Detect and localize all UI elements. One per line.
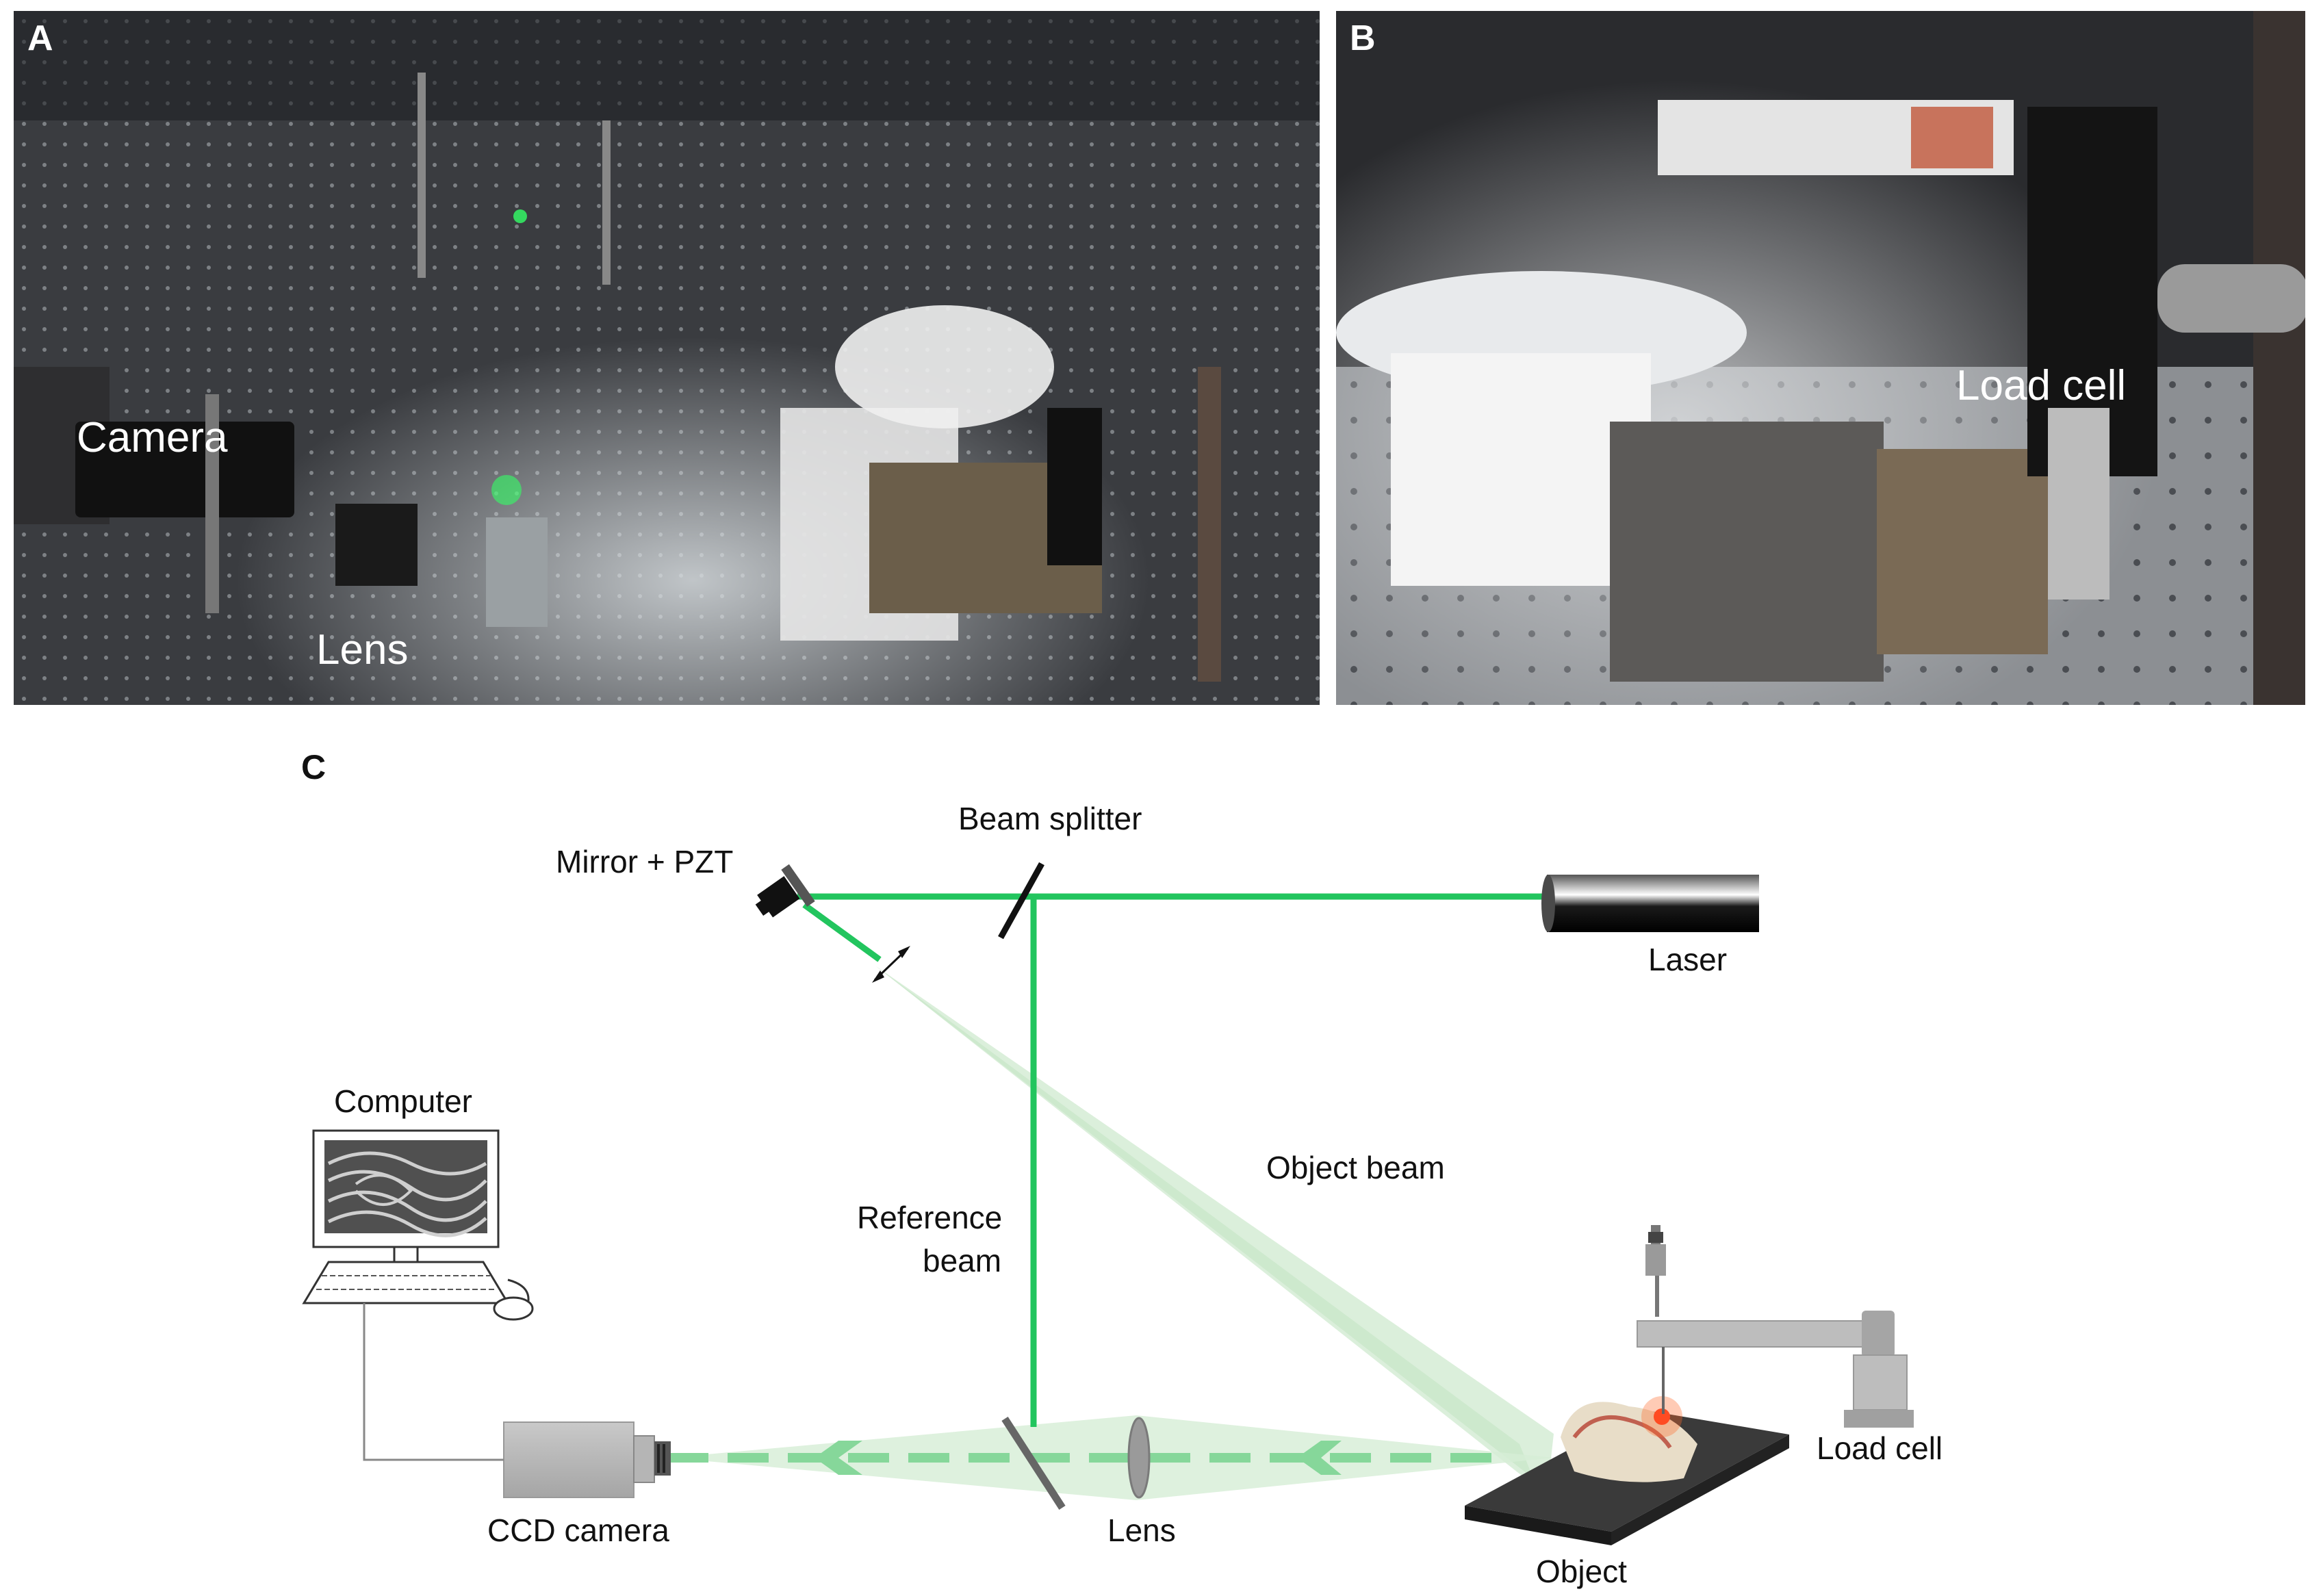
lens-label-photo: Lens: [316, 626, 409, 673]
mirror-beam-line: [802, 902, 882, 962]
beam-direction-arrow-2: [1297, 1441, 1342, 1475]
camera-label: Camera: [77, 414, 228, 461]
object-beam-label: Object beam: [1266, 1150, 1445, 1185]
computer-ccd-cable: [363, 1303, 504, 1461]
panel-letter-b: B: [1350, 18, 1376, 58]
photo-panel-a: A Camera Lens: [14, 11, 1320, 705]
mirror-pzt-label: Mirror + PZT: [556, 844, 733, 879]
fold-mirror-plate: [1001, 1417, 1066, 1510]
photo-a-image: [14, 11, 1320, 705]
computer-label: Computer: [334, 1083, 472, 1119]
pzt-double-arrow-icon: [872, 946, 910, 983]
object-assembly: [1465, 1396, 1789, 1545]
load-cell-label-photo: Load cell: [1956, 362, 2127, 409]
panel-letter-a: A: [27, 18, 53, 58]
laser-label: Laser: [1648, 942, 1727, 977]
object-beam-cone-inner: [876, 966, 1533, 1478]
reference-beam-label-line2: beam: [923, 1243, 1001, 1278]
computer-device: [302, 1129, 534, 1321]
object-beam-cone: [876, 966, 1554, 1495]
photo-b-image: [1336, 11, 2305, 705]
load-cell-label: Load cell: [1817, 1430, 1942, 1466]
lens-element: [1127, 1417, 1151, 1499]
beam-splitter-plate: [998, 862, 1044, 940]
load-cell-device: [1637, 1225, 1914, 1428]
ccd-camera-device: [503, 1421, 671, 1498]
object-label: Object: [1536, 1554, 1627, 1589]
panel-letter-c: C: [301, 748, 326, 786]
beam-splitter-label: Beam splitter: [958, 801, 1142, 836]
laser-device: [1541, 875, 1759, 932]
beam-direction-arrow-1: [815, 1441, 862, 1475]
reference-beam-label-line1: Reference: [857, 1200, 1002, 1235]
mirror-pzt: [755, 864, 815, 918]
ccd-camera-label: CCD camera: [487, 1513, 669, 1548]
interferometer-diagram: Mirror + PZT Beam splitter Laser Compute…: [302, 801, 1942, 1589]
photo-panel-b: B Load cell: [1336, 11, 2305, 705]
lens-label: Lens: [1107, 1513, 1176, 1548]
